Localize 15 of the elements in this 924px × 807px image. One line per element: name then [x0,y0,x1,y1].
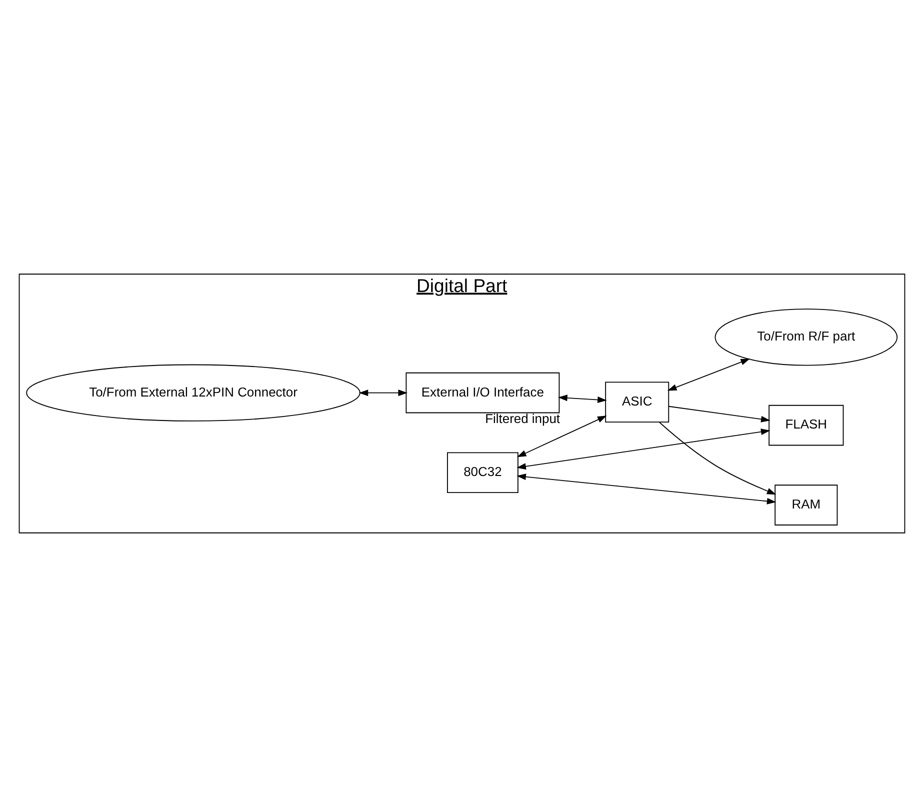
node-box: ASIC [605,382,670,423]
node-box: RAM [774,484,838,526]
node-box: 80C32 [447,452,518,493]
node-ellipse: To/From External 12xPIN Connector [26,364,360,422]
arrow [516,416,607,458]
arrow [516,428,770,470]
arrow [668,406,770,422]
arrow [516,474,776,504]
arrow [358,390,408,396]
arrow [558,394,607,403]
node-label: Filtered input [485,411,560,426]
node-box: External I/O Interface [406,372,560,414]
node-box: FLASH [768,404,844,446]
arrow [658,422,776,495]
arrow [667,358,750,391]
